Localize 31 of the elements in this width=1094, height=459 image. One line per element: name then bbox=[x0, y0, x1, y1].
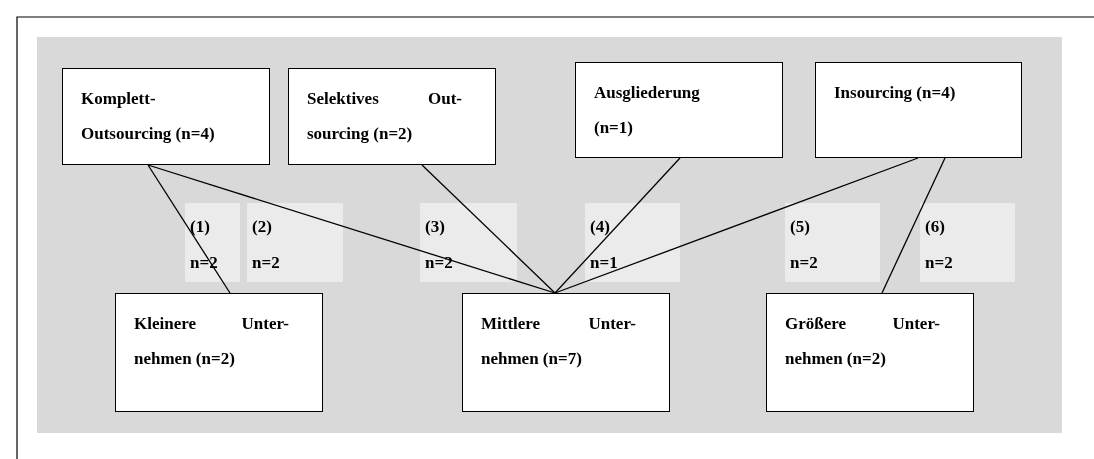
category-box bbox=[62, 68, 270, 165]
category-box bbox=[815, 62, 1022, 158]
connector-line bbox=[421, 164, 556, 294]
connector-line bbox=[881, 157, 946, 294]
node-label: Komplett-Outsourcing (n=4) bbox=[81, 88, 216, 145]
connector-line bbox=[147, 164, 556, 294]
group-number: (5) bbox=[790, 217, 810, 237]
count-label: n=1 bbox=[590, 253, 618, 273]
connector-line bbox=[554, 157, 919, 294]
node-label: Insourcing (n=4) bbox=[834, 82, 957, 104]
connector-line bbox=[554, 157, 681, 294]
category-box bbox=[288, 68, 496, 165]
count-label: n=2 bbox=[925, 253, 953, 273]
group-number: (6) bbox=[925, 217, 945, 237]
node-label: Ausgliederung (n=1) bbox=[594, 82, 701, 139]
category-box bbox=[766, 293, 974, 412]
node-label: Kleinere Unter-nehmen (n=2) bbox=[134, 313, 289, 370]
category-box bbox=[575, 62, 783, 158]
group-number: (1) bbox=[190, 217, 210, 237]
group-number: (2) bbox=[252, 217, 272, 237]
node-label: Mittlere Unter-nehmen (n=7) bbox=[481, 313, 636, 370]
count-label: n=2 bbox=[425, 253, 453, 273]
group-number: (4) bbox=[590, 217, 610, 237]
group-number: (3) bbox=[425, 217, 445, 237]
category-box bbox=[115, 293, 323, 412]
node-label: Größere Unter-nehmen (n=2) bbox=[785, 313, 940, 370]
connector-line bbox=[147, 164, 231, 294]
count-label: n=2 bbox=[252, 253, 280, 273]
category-box bbox=[462, 293, 670, 412]
count-label: n=2 bbox=[790, 253, 818, 273]
node-label: Selektives Out-sourcing (n=2) bbox=[307, 88, 462, 145]
